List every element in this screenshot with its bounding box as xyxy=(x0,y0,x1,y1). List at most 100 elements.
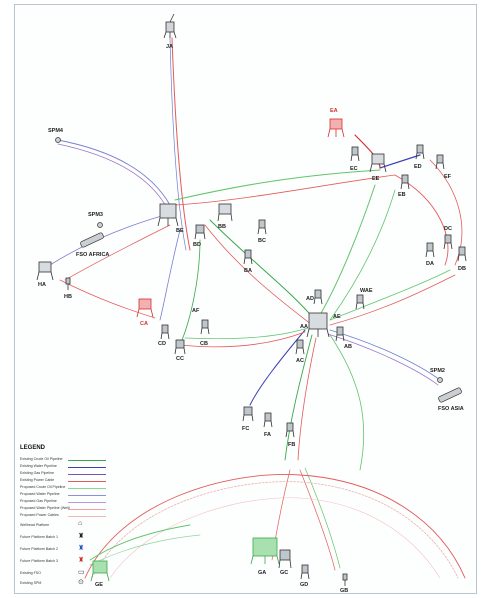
pipeline-bottom-arc-red xyxy=(84,474,466,579)
platform-ec xyxy=(350,146,360,162)
platform-cb xyxy=(200,319,210,335)
legend-row: Proposed Crude Oil Pipeline xyxy=(20,485,110,492)
platform-cd xyxy=(160,324,170,340)
pipeline-aa-spm2-p xyxy=(327,333,439,386)
legend-row: Existing Crude Oil Pipeline xyxy=(20,457,110,464)
legend-label: Existing SPM xyxy=(20,581,42,585)
legend-swatch xyxy=(68,467,106,468)
pipeline-spm4-purple xyxy=(57,143,169,211)
pipeline-cb-aa-g xyxy=(184,327,309,340)
legend-label: Proposed Water Pipeline xyxy=(20,492,60,496)
legend-label: Wellhead Platform xyxy=(20,523,50,527)
pipeline-hub-cd xyxy=(159,229,181,321)
platform-bc xyxy=(257,219,267,235)
platform-be xyxy=(157,203,179,227)
pipeline-hub-ee-green xyxy=(174,169,381,201)
fso-africa xyxy=(80,232,104,248)
platform-bb xyxy=(217,203,233,222)
legend-swatch xyxy=(68,502,106,503)
future-platform-batch1-icon: ♜ xyxy=(78,533,85,540)
platform-ee xyxy=(369,153,387,173)
label-gb: GB xyxy=(340,588,348,594)
pipeline-ed-aa-green-2 xyxy=(329,189,396,321)
label-ea: EA xyxy=(330,108,338,114)
label-ed: ED xyxy=(414,164,422,170)
legend-label: Proposed Gas Pipeline xyxy=(20,499,57,503)
label-aa: AA xyxy=(300,324,308,330)
platform-gd xyxy=(300,564,310,580)
fso-spm-layer xyxy=(55,137,462,403)
platform-layer xyxy=(36,13,467,586)
label-db: DB xyxy=(458,266,466,272)
pipeline-aa-fb-green xyxy=(284,334,313,461)
label-ad: AD xyxy=(306,296,314,302)
legend-row: Existing Gas Pipeline xyxy=(20,471,110,478)
label-bd: BD xyxy=(193,242,201,248)
label-ef: EF xyxy=(444,174,452,180)
label-ba: BA xyxy=(244,268,252,274)
platform-da xyxy=(425,242,435,258)
future-platform-batch3-icon: ♜ xyxy=(78,557,85,564)
pipeline-ja-blue xyxy=(169,37,187,251)
legend-label: Existing Power Cable xyxy=(20,478,55,482)
label-gc: GC xyxy=(280,570,288,576)
platform-dc xyxy=(443,234,453,250)
fso-asia xyxy=(438,387,462,403)
spm-icon: ⊙ xyxy=(78,579,84,586)
legend-row: Existing Water Pipeline xyxy=(20,464,110,471)
platform-ed xyxy=(415,144,425,160)
legend-row: Existing Power Cable xyxy=(20,478,110,485)
platform-ab xyxy=(335,326,345,342)
legend-row: Future Platform Batch 1 ♜ xyxy=(20,533,110,542)
platform-wae xyxy=(355,294,365,310)
platform-hb xyxy=(65,277,71,290)
label-ge: GE xyxy=(95,582,103,588)
pipeline-aa-spm2 xyxy=(329,329,441,381)
label-af: AF xyxy=(192,308,200,314)
platform-eb xyxy=(400,174,410,190)
label-spm3: SPM3 xyxy=(88,212,103,218)
platform-ef xyxy=(435,154,445,170)
platform-bd xyxy=(194,224,206,240)
platform-ca xyxy=(136,298,154,318)
spm4-buoy xyxy=(55,137,61,143)
label-wae: WAE xyxy=(360,288,373,294)
label-hb: HB xyxy=(64,294,72,300)
legend-swatch xyxy=(68,495,106,496)
platform-ga xyxy=(250,537,280,565)
pipeline-hb-hub xyxy=(64,224,171,281)
legend-swatch xyxy=(68,516,106,517)
label-fc: FC xyxy=(242,426,249,432)
legend-swatch xyxy=(68,488,106,489)
label-ga: GA xyxy=(258,570,266,576)
legend-row: Proposed Water Pipeline (Well) xyxy=(20,506,110,513)
legend-row: Existing SPM ⊙ xyxy=(20,579,110,588)
label-ac: AC xyxy=(296,358,304,364)
label-fb: FB xyxy=(288,442,295,448)
label-cc: CC xyxy=(176,356,184,362)
pipeline-spm4-blue xyxy=(57,139,171,206)
pipeline-ee-ec xyxy=(379,154,421,169)
platform-ea xyxy=(327,118,345,138)
platform-ha xyxy=(36,261,54,281)
platform-fc xyxy=(242,406,254,422)
legend-row: Wellhead Platform ⌂ xyxy=(20,520,110,530)
legend-label: Proposed Water Pipeline (Well) xyxy=(20,506,70,510)
legend: LEGEND Existing Crude Oil Pipeline Exist… xyxy=(20,445,110,590)
platform-gc xyxy=(278,549,292,569)
pipeline-ha-red-ca xyxy=(59,279,156,319)
legend-row: Proposed Power Cables xyxy=(20,513,110,520)
pipeline-hub-aa-green xyxy=(209,219,316,321)
pipeline-bottom-arc-pink xyxy=(91,481,459,579)
label-ca: CA xyxy=(140,321,148,327)
platform-fa xyxy=(263,412,273,428)
label-ae: AE xyxy=(333,314,341,320)
label-bb: BB xyxy=(218,224,226,230)
legend-swatch xyxy=(68,474,106,475)
legend-label: Future Platform Batch 3 xyxy=(20,559,58,563)
pipeline-aa-db xyxy=(329,269,451,321)
pipeline-ja-red xyxy=(171,37,191,251)
pipeline-layer xyxy=(49,37,466,579)
legend-row: Future Platform Batch 3 ♜ xyxy=(20,557,110,566)
pipeline-aa-fc xyxy=(249,329,306,406)
